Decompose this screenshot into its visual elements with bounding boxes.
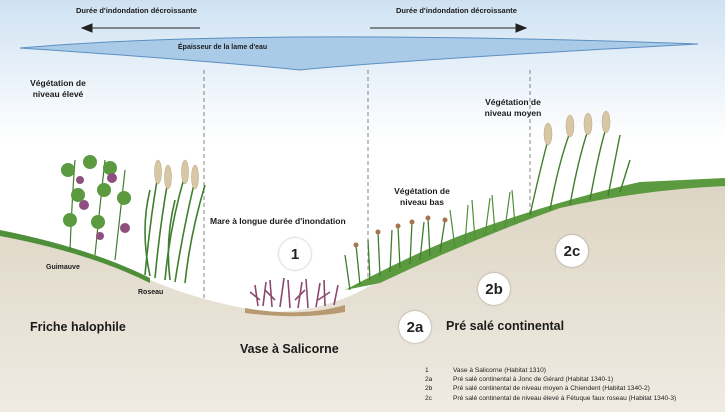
water-label: Épaisseur de la lame d'eau xyxy=(178,44,268,51)
rushes-low xyxy=(344,217,446,291)
legend-text: Pré salé continental de niveau élevé à F… xyxy=(453,394,677,402)
legend-code: 1 xyxy=(425,367,429,374)
zone-vase: Vase à Salicorne xyxy=(240,342,339,356)
fescue-high xyxy=(529,127,631,216)
badge-2a: 2a xyxy=(399,311,431,343)
legend-row-2b: 2b Pré salé continental de niveau moyen … xyxy=(425,384,676,393)
pond-label: Mare à longue durée d'inondation xyxy=(210,216,346,226)
legend-row-1: 1 Vase à Salicorne (Habitat 1310) xyxy=(425,366,676,375)
legend: 1 Vase à Salicorne (Habitat 1310) 2a Pré… xyxy=(425,366,676,403)
legend-text: Pré salé continental de niveau moyen à C… xyxy=(453,385,650,393)
plant-label-roseau: Roseau xyxy=(138,289,164,296)
legend-code: 2c xyxy=(425,394,432,402)
zone-pre: Pré salé continental xyxy=(446,319,565,333)
legend-code: 2b xyxy=(425,385,433,393)
sky-wash xyxy=(0,0,725,140)
reed-heads-left xyxy=(154,159,199,190)
legend-row-2a: 2a Pré salé continental à Jonc de Gérard… xyxy=(425,375,676,384)
legend-row-2c: 2c Pré salé continental de niveau élevé … xyxy=(425,394,676,403)
vegetation-high-label: Végétation de niveau élevé xyxy=(30,78,86,99)
grass-right xyxy=(345,178,725,290)
reeds-left xyxy=(144,174,206,284)
vegetation-low-label: Végétation de niveau bas xyxy=(394,186,450,207)
legend-text: Pré salé continental à Jonc de Gérard (H… xyxy=(453,376,614,384)
pond-bottom xyxy=(245,305,345,317)
right-arrow-label: Durée d'indondation décroissante xyxy=(396,6,517,15)
zone-separators xyxy=(203,70,531,330)
legend-text: Vase à Salicorne (Habitat 1310) xyxy=(453,367,546,374)
mallow-plant xyxy=(61,155,131,261)
water-lens xyxy=(19,36,699,71)
left-arrow-label: Durée d'indondation décroissante xyxy=(76,6,197,15)
left-arrow xyxy=(80,23,200,33)
salicornia xyxy=(249,277,339,309)
badge-2c: 2c xyxy=(556,235,588,267)
zone-friche: Friche halophile xyxy=(30,320,126,334)
plant-label-guimauve: Guimauve xyxy=(46,264,80,271)
vegetation-medium-label: Végétation de niveau moyen xyxy=(484,97,542,118)
rush-heads xyxy=(353,215,448,248)
legend-code: 2a xyxy=(425,376,433,384)
right-arrow xyxy=(370,23,528,33)
badge-1: 1 xyxy=(279,238,311,270)
badge-2b: 2b xyxy=(478,273,510,305)
grass-left xyxy=(0,230,150,283)
ground xyxy=(0,185,725,412)
fescue-heads xyxy=(543,110,611,146)
grass-mid xyxy=(449,189,516,249)
